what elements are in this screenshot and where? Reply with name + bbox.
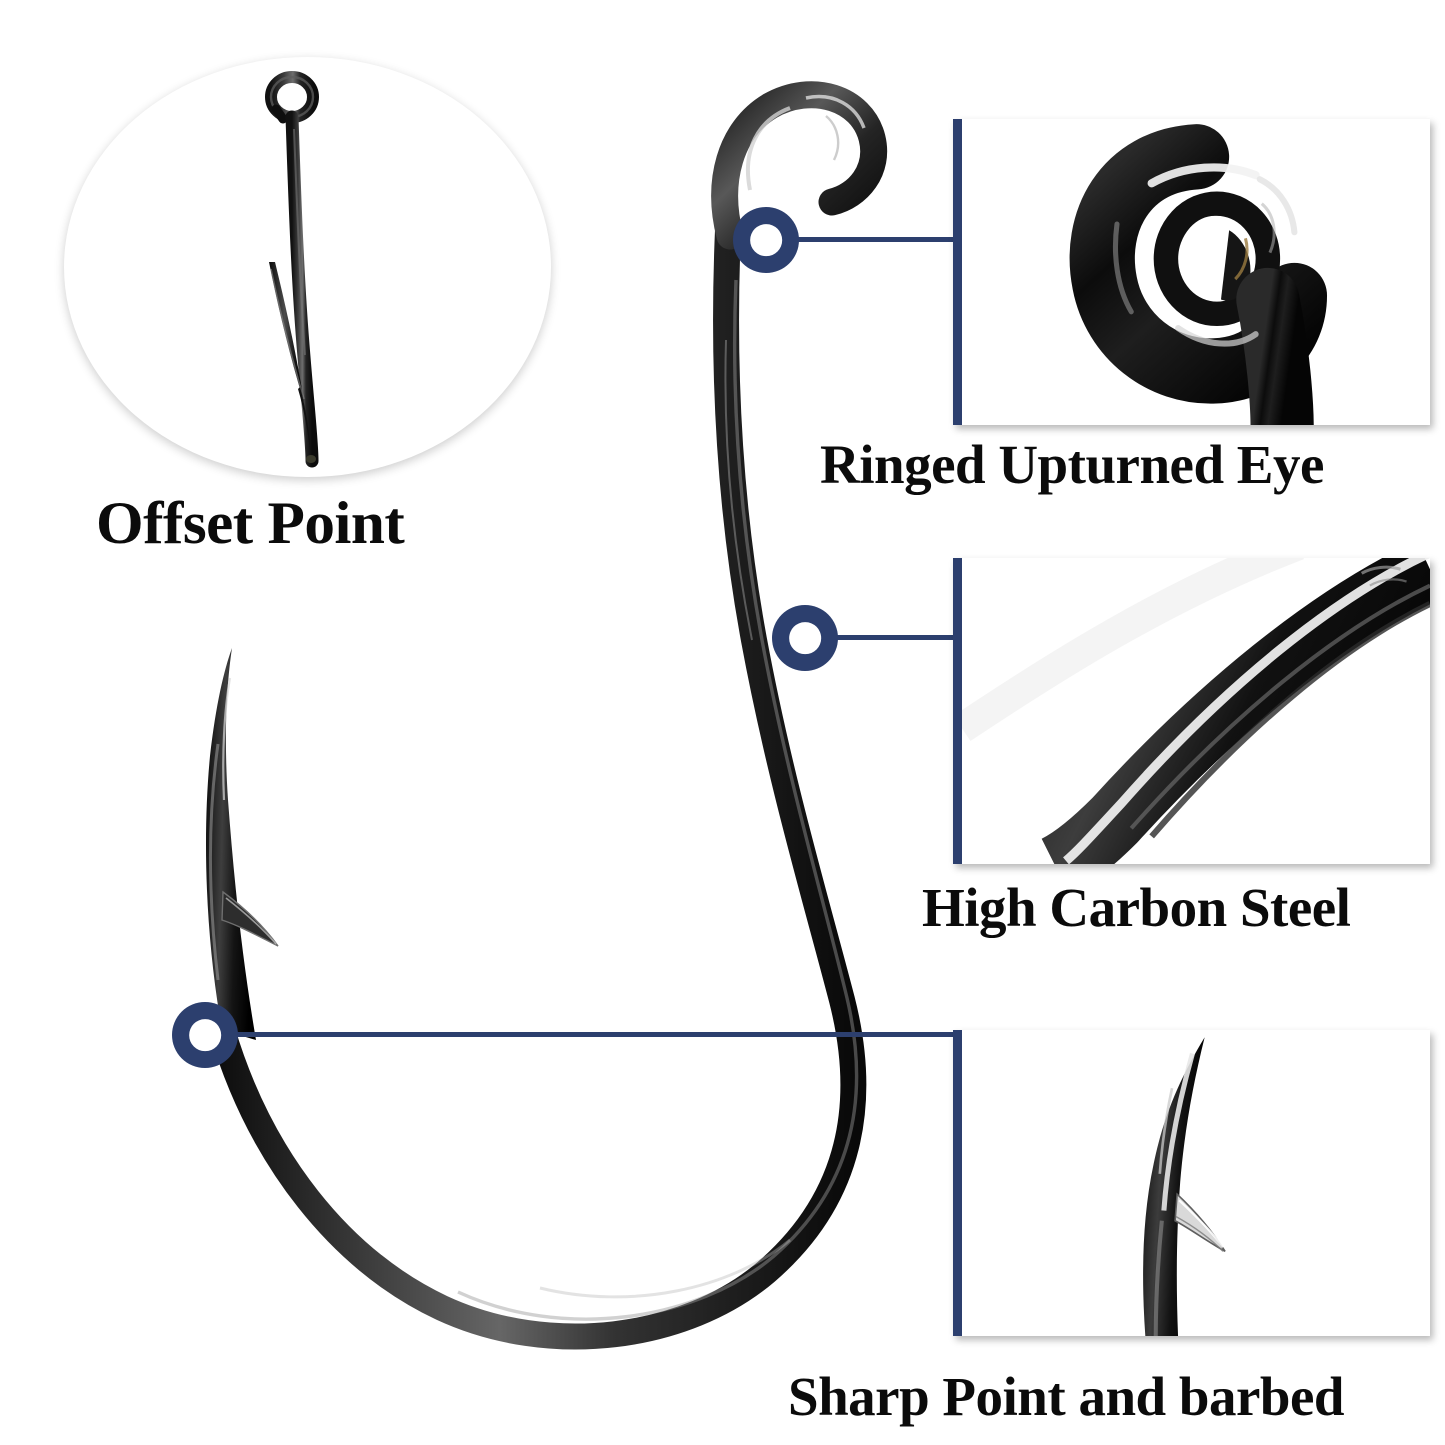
connector-line-eye <box>794 237 958 242</box>
callout-box-sharp-point <box>953 1030 1430 1336</box>
sharp-point-barb-closeup-illustration <box>962 1030 1430 1336</box>
high-carbon-steel-label: High Carbon Steel <box>922 877 1351 938</box>
callout-media-steel <box>962 558 1430 864</box>
offset-point-hook-illustration <box>265 71 319 468</box>
high-carbon-steel-closeup-illustration <box>962 558 1430 864</box>
ring-marker-icon-point[interactable] <box>172 1002 238 1068</box>
callout-media-point <box>962 1030 1430 1336</box>
callout-box-ringed-upturned-eye <box>953 119 1430 425</box>
callout-box-high-carbon-steel <box>953 558 1430 864</box>
ring-marker-icon-steel[interactable] <box>772 605 838 671</box>
ringed-eye-closeup-illustration <box>962 119 1430 425</box>
offset-point-label: Offset Point <box>96 490 405 556</box>
hook-point-path <box>206 648 256 1040</box>
main-hook-illustration <box>206 81 888 1350</box>
connector-line-point <box>233 1032 958 1037</box>
offset-point-inset <box>64 57 551 477</box>
ring-marker-icon-eye[interactable] <box>733 207 799 273</box>
hook-shank-path <box>209 217 867 1350</box>
connector-line-steel <box>833 635 958 640</box>
sharp-point-and-barbed-label: Sharp Point and barbed <box>788 1366 1344 1427</box>
ringed-upturned-eye-label: Ringed Upturned Eye <box>820 434 1324 495</box>
callout-media-eye <box>962 119 1430 425</box>
